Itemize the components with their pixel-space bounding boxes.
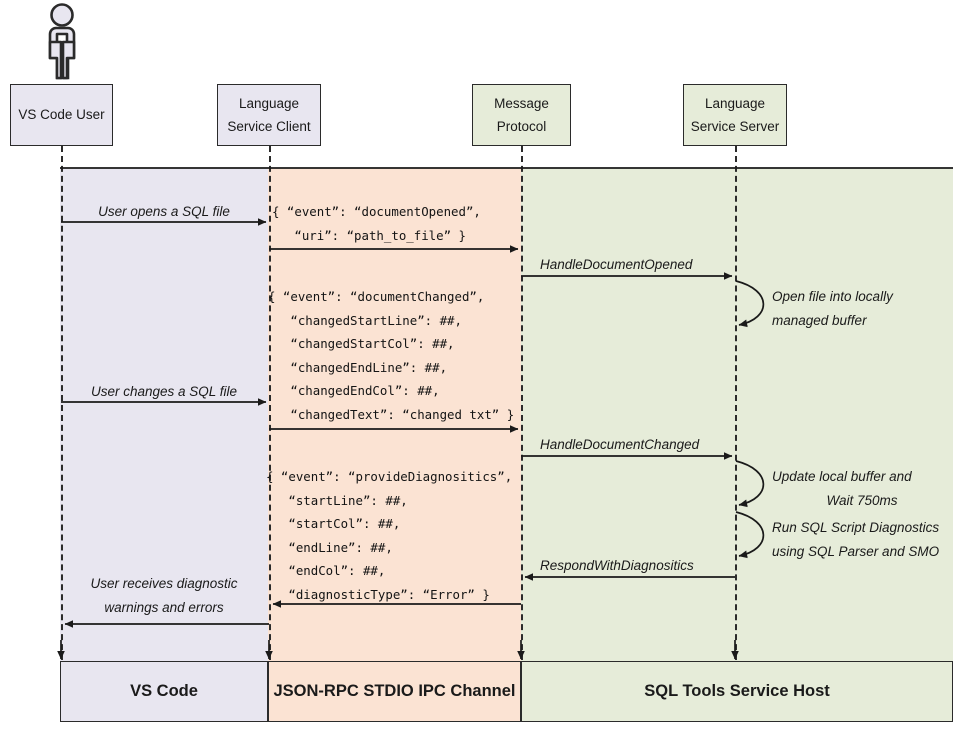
lifeline-header-label-line2: Service Server <box>690 119 780 134</box>
lifeline-header-label: VS Code User <box>18 107 105 123</box>
lifeline-header-language-service-server[interactable]: Language Service Server <box>683 84 787 146</box>
footer-cell-vscode[interactable]: VS Code <box>60 661 268 722</box>
lifeline-language-service-server <box>735 146 737 670</box>
self-call-label-open-file-buffer: Open file into locally managed buffer <box>772 285 952 332</box>
self-call-line2: using SQL Parser and SMO <box>772 543 940 559</box>
footer-cell-sql-tools-service-host[interactable]: SQL Tools Service Host <box>521 661 953 722</box>
lifeline-vscode-user <box>61 146 63 670</box>
lifeline-header-message-protocol[interactable]: Message Protocol <box>472 84 571 146</box>
lifeline-message-protocol <box>521 146 523 670</box>
band-ipc <box>268 168 521 662</box>
message-label-handle-document-opened: HandleDocumentOpened <box>540 257 693 272</box>
message-label-user-receives-line2: warnings and errors <box>104 599 224 615</box>
footer-label: SQL Tools Service Host <box>644 682 830 700</box>
message-label-handle-document-changed: HandleDocumentChanged <box>540 437 700 452</box>
self-call-line1: Update local buffer and <box>772 469 912 484</box>
lifeline-header-label-line1: Message <box>494 95 549 111</box>
payload-text: { “event”: “provideDiagnositics”, “start… <box>266 469 513 602</box>
message-label-user-opens: User opens a SQL file <box>98 204 230 219</box>
self-call-label-update-buffer-wait: Update local buffer and Wait 750ms <box>772 465 952 512</box>
message-label-user-receives-line1: User receives diagnostic <box>90 576 238 591</box>
message-label-user-changes: User changes a SQL file <box>90 384 238 399</box>
payload-text: { “event”: “documentChanged”, “changedSt… <box>268 289 515 422</box>
lifeline-header-label-line2: Service Client <box>227 119 311 134</box>
band-vscode <box>60 168 268 662</box>
self-call-label-run-diagnostics: Run SQL Script Diagnostics using SQL Par… <box>772 516 954 563</box>
footer-label: VS Code <box>130 682 198 700</box>
payload-document-changed: { “event”: “documentChanged”, “changedSt… <box>268 285 514 427</box>
person-icon <box>38 2 86 80</box>
payload-text: { “event”: “documentOpened”, “uri”: “pat… <box>272 204 481 243</box>
payload-provide-diagnostics: { “event”: “provideDiagnositics”, “start… <box>266 465 512 607</box>
message-label-respond-with-diagnostics: RespondWithDiagnositics <box>540 558 694 573</box>
footer-label: JSON-RPC STDIO IPC Channel <box>273 682 516 700</box>
lifeline-language-service-client <box>269 146 271 670</box>
payload-document-opened: { “event”: “documentOpened”, “uri”: “pat… <box>272 200 481 247</box>
self-call-line1: Open file into locally <box>772 289 893 304</box>
band-host <box>521 168 953 662</box>
lifeline-header-label-line1: Language <box>238 95 300 111</box>
lifeline-header-vscode-user[interactable]: VS Code User <box>10 84 113 146</box>
lifeline-header-language-service-client[interactable]: Language Service Client <box>217 84 321 146</box>
footer-cell-ipc-channel[interactable]: JSON-RPC STDIO IPC Channel <box>268 661 521 722</box>
self-call-line1: Run SQL Script Diagnostics <box>772 520 940 535</box>
self-call-line2: managed buffer <box>772 312 867 328</box>
self-call-line2: Wait 750ms <box>826 492 898 508</box>
lifeline-header-label-line1: Language <box>704 95 766 111</box>
message-label-user-receives: User receives diagnostic warnings and er… <box>60 572 268 619</box>
lifeline-header-label-line2: Protocol <box>496 119 547 134</box>
